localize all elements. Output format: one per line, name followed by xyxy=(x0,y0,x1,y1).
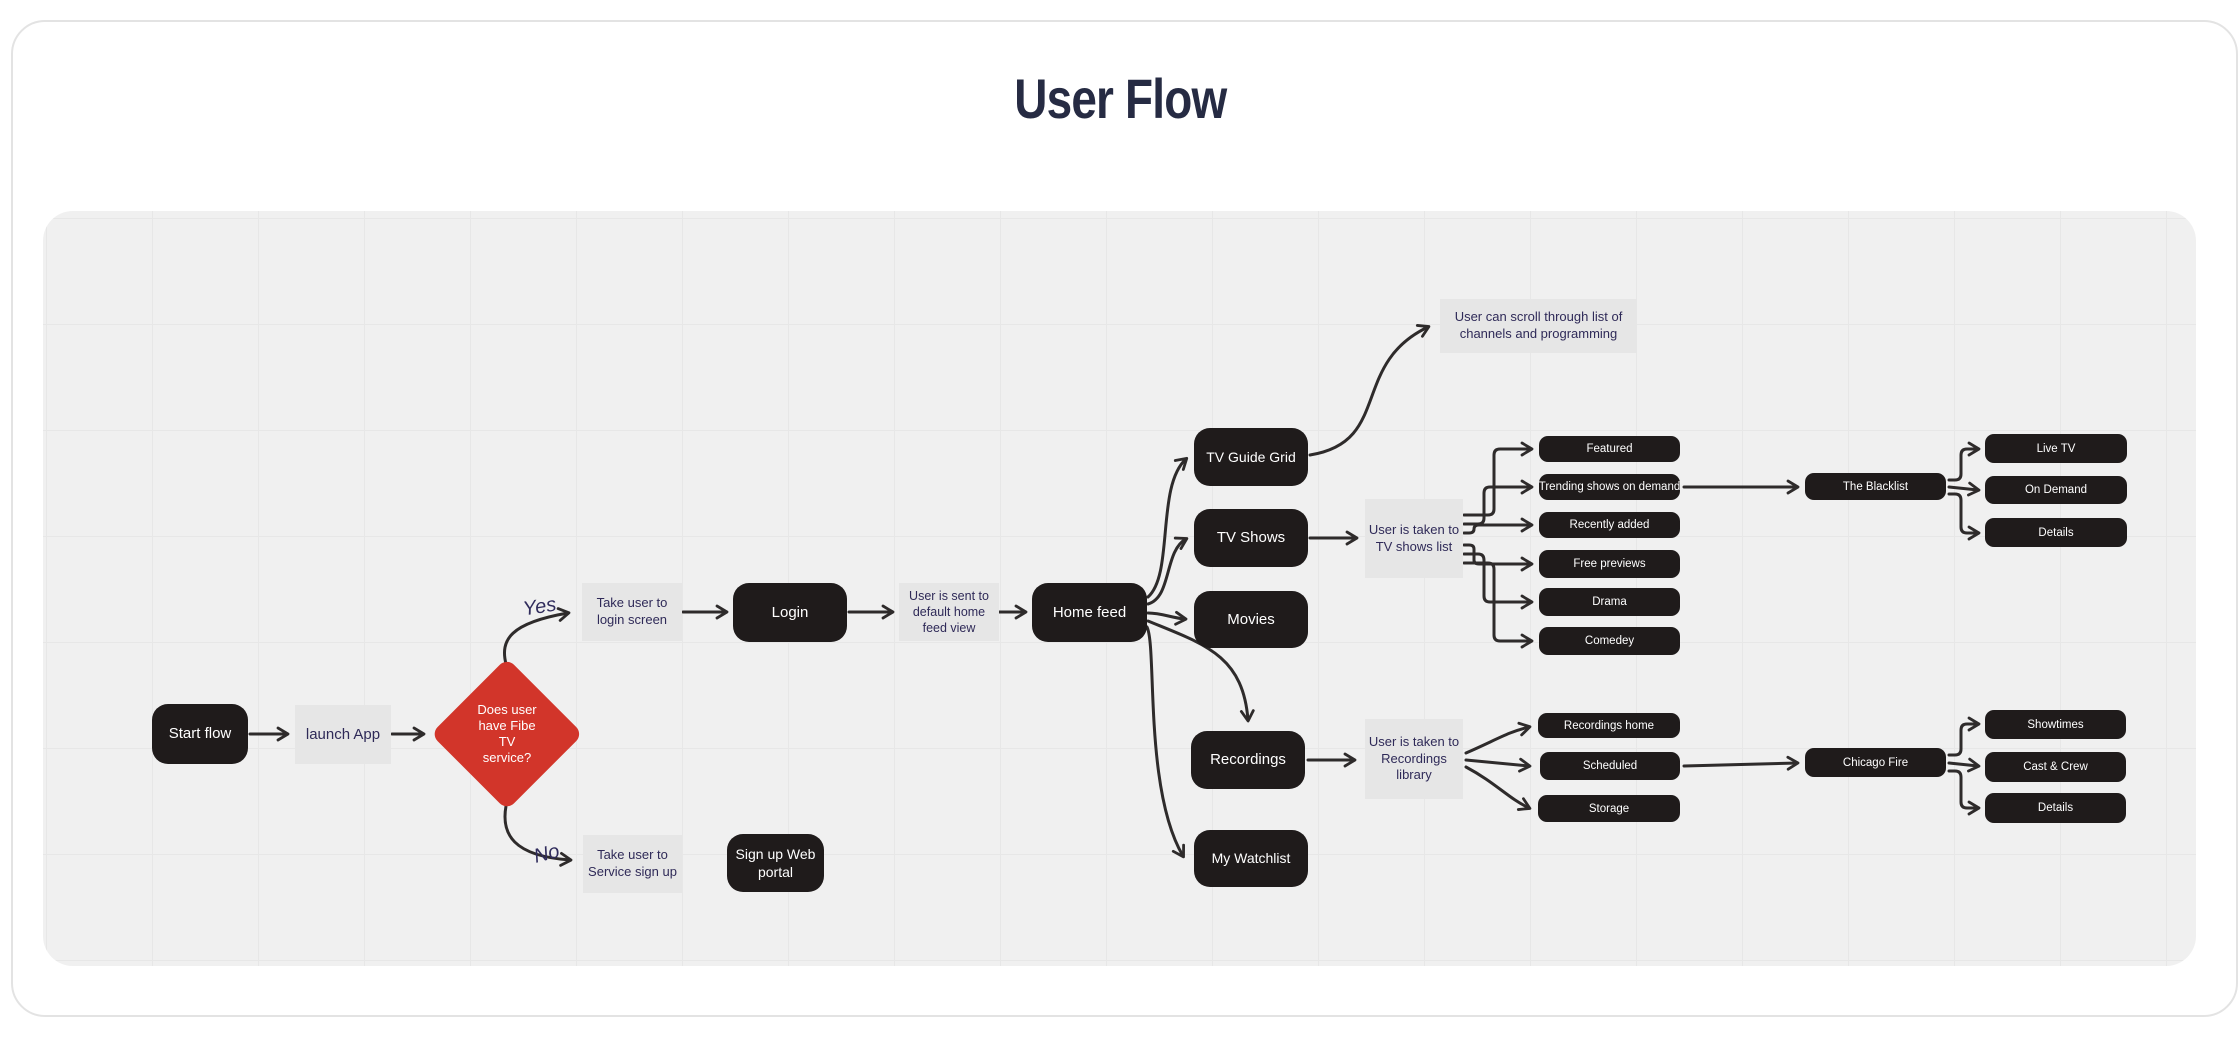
node-bl-details[interactable]: Details xyxy=(1985,518,2127,547)
node-signup-label: Sign up Web portal xyxy=(735,845,816,880)
node-cf-details[interactable]: Details xyxy=(1985,793,2126,823)
node-ondemand[interactable]: On Demand xyxy=(1985,476,2127,504)
node-signup[interactable]: Sign up Web portal xyxy=(727,834,824,892)
node-note-scroll[interactable]: User can scroll through list of channels… xyxy=(1440,299,1637,353)
node-recordings[interactable]: Recordings xyxy=(1191,731,1305,789)
node-login-label: Login xyxy=(771,603,809,621)
node-bl-details-label: Details xyxy=(2038,526,2074,539)
node-blacklist-label: The Blacklist xyxy=(1842,480,1909,493)
node-note-login-label: Take user to login screen xyxy=(596,595,668,627)
node-movies[interactable]: Movies xyxy=(1194,591,1308,648)
node-homefeed[interactable]: Home feed xyxy=(1032,583,1147,642)
node-note-signup-label: Take user to Service sign up xyxy=(588,847,677,879)
node-decision[interactable]: Does user have Fibe TV service? xyxy=(430,657,584,811)
page-title-text: User Flow xyxy=(1013,67,1227,130)
node-note-signup[interactable]: Take user to Service sign up xyxy=(583,835,682,893)
node-blacklist[interactable]: The Blacklist xyxy=(1805,473,1946,500)
node-comedey-label: Comedey xyxy=(1584,635,1635,647)
node-movies-label: Movies xyxy=(1227,610,1275,628)
node-chicagofire[interactable]: Chicago Fire xyxy=(1805,748,1946,777)
node-rechome[interactable]: Recordings home xyxy=(1538,713,1680,738)
node-freeprev-label: Free previews xyxy=(1573,558,1646,570)
node-castcrew-label: Cast & Crew xyxy=(2023,761,2088,773)
node-note-reclib[interactable]: User is taken to Recordings library xyxy=(1365,719,1463,799)
node-recordings-label: Recordings xyxy=(1210,751,1286,769)
node-note-reclib-label: User is taken to Recordings library xyxy=(1368,733,1460,783)
node-tvshows[interactable]: TV Shows xyxy=(1194,509,1308,567)
page-title: User Flow xyxy=(0,66,2240,131)
node-launch[interactable]: launch App xyxy=(295,705,391,764)
node-livetv[interactable]: Live TV xyxy=(1985,434,2127,463)
node-tvguide-label: TV Guide Grid xyxy=(1206,448,1296,465)
node-showtimes-label: Showtimes xyxy=(2027,718,2084,731)
node-decision-label: Does user have Fibe TV service? xyxy=(477,702,537,765)
node-start[interactable]: Start flow xyxy=(152,704,248,764)
node-note-scroll-label: User can scroll through list of channels… xyxy=(1454,309,1623,341)
node-note-homefeed[interactable]: User is sent to default home feed view xyxy=(899,583,999,641)
node-trending[interactable]: Trending shows on demand xyxy=(1539,474,1680,500)
node-tvguide[interactable]: TV Guide Grid xyxy=(1194,428,1308,486)
node-storage-label: Storage xyxy=(1588,802,1630,815)
node-freeprev[interactable]: Free previews xyxy=(1539,550,1680,578)
node-start-label: Start flow xyxy=(168,725,232,743)
node-comedey[interactable]: Comedey xyxy=(1539,627,1680,655)
node-watchlist[interactable]: My Watchlist xyxy=(1194,830,1308,887)
node-recently[interactable]: Recently added xyxy=(1539,512,1680,538)
node-featured-label: Featured xyxy=(1586,443,1633,455)
node-featured[interactable]: Featured xyxy=(1539,436,1680,462)
node-scheduled-label: Scheduled xyxy=(1582,760,1638,772)
node-drama-label: Drama xyxy=(1592,596,1627,608)
node-rechome-label: Recordings home xyxy=(1563,719,1655,732)
node-homefeed-label: Home feed xyxy=(1052,603,1127,621)
node-tvshows-label: TV Shows xyxy=(1216,529,1286,547)
node-note-tvlist[interactable]: User is taken to TV shows list xyxy=(1365,499,1463,578)
node-storage[interactable]: Storage xyxy=(1538,795,1680,822)
node-showtimes[interactable]: Showtimes xyxy=(1985,710,2126,739)
node-trending-label: Trending shows on demand xyxy=(1538,481,1681,493)
node-cf-details-label: Details xyxy=(2037,802,2074,814)
node-castcrew[interactable]: Cast & Crew xyxy=(1985,752,2126,782)
node-scheduled[interactable]: Scheduled xyxy=(1540,752,1680,780)
node-recently-label: Recently added xyxy=(1569,519,1650,531)
node-note-login[interactable]: Take user to login screen xyxy=(582,583,682,641)
node-watchlist-label: My Watchlist xyxy=(1211,850,1291,867)
node-note-homefeed-label: User is sent to default home feed view xyxy=(909,588,989,636)
node-chicagofire-label: Chicago Fire xyxy=(1842,756,1909,769)
node-drama[interactable]: Drama xyxy=(1539,588,1680,616)
node-ondemand-label: On Demand xyxy=(2024,484,2087,496)
node-login[interactable]: Login xyxy=(733,583,847,642)
node-launch-label: launch App xyxy=(305,725,381,743)
node-livetv-label: Live TV xyxy=(2036,442,2076,455)
node-note-tvlist-label: User is taken to TV shows list xyxy=(1368,521,1460,554)
